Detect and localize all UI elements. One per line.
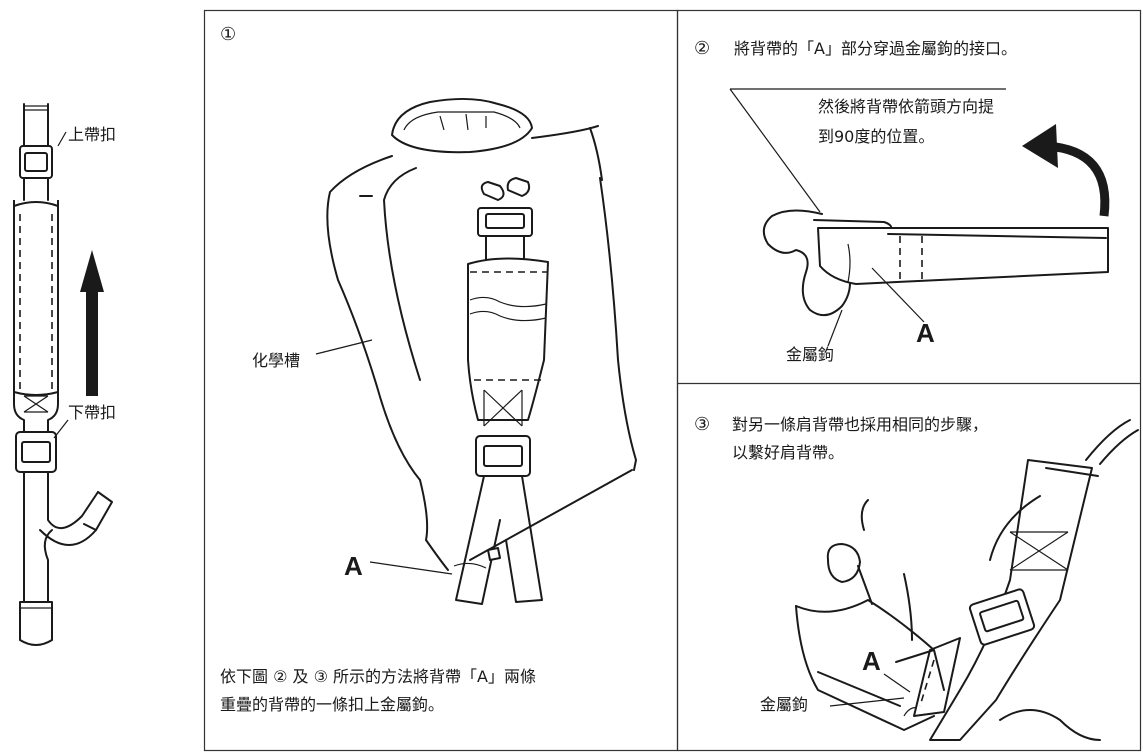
strap-right-edge xyxy=(999,709,1101,741)
strap-stitch-top xyxy=(24,105,48,111)
lower-strap xyxy=(913,637,961,717)
lower-buckle-slot xyxy=(21,441,51,463)
strap-clip-left xyxy=(480,181,505,201)
step3-number: ③ xyxy=(694,414,711,435)
strap-a-marker: A xyxy=(916,318,935,348)
top-buckle-slot xyxy=(485,213,525,229)
pad-wave-2 xyxy=(469,310,547,322)
tank-back-edge xyxy=(860,499,869,531)
tank-shoulder xyxy=(589,127,603,181)
strap-left xyxy=(455,475,501,605)
lower-strap xyxy=(23,471,99,603)
strap-branch-end xyxy=(83,491,113,531)
strap-buckle-slot xyxy=(979,599,1025,633)
hook-label: 金屬鉤 xyxy=(760,695,809,714)
tank-knob-edge xyxy=(857,565,873,605)
hook-strap-join xyxy=(895,649,945,691)
tank-cap-grip xyxy=(439,113,487,131)
strap-extension xyxy=(1085,419,1139,465)
step3-instruction-line1: 對另一條肩背帶也採用相同的步驟， xyxy=(732,415,989,434)
hook-label-leader xyxy=(827,309,843,347)
step1-instruction-line1: 依下圖 ② 及 ③ 所示的方法將背帶「A」兩條 xyxy=(220,667,536,686)
callout-line1: 然後將背帶依箭頭方向提 xyxy=(818,97,995,116)
strap-end-tip xyxy=(19,601,53,646)
step3-instruction-line2: 以繫好肩背帶。 xyxy=(732,443,845,462)
upper-buckle-leader xyxy=(57,131,67,147)
step2-number: ② xyxy=(694,38,711,59)
strap xyxy=(817,227,1109,285)
upper-buckle-slot xyxy=(24,152,48,172)
strap-a-stitch xyxy=(453,562,487,569)
x-stitch xyxy=(1009,531,1069,571)
up-arrow-head xyxy=(80,250,104,292)
shoulder-pad xyxy=(13,200,59,432)
tank-left-outline xyxy=(326,155,421,481)
strap-a-marker: A xyxy=(862,646,881,676)
tank-top-ridge xyxy=(795,599,935,651)
lift-arrow-shaft xyxy=(1045,141,1110,217)
hook-label-leader xyxy=(829,697,905,707)
strap-right xyxy=(505,475,543,603)
tank-inner-contour xyxy=(383,167,421,381)
x-stitch xyxy=(483,389,523,427)
top-strap xyxy=(485,235,525,263)
tank-front-outline xyxy=(795,605,935,731)
strap-clip-right xyxy=(506,177,531,197)
tank-top-edge xyxy=(531,125,599,139)
tank-base-left xyxy=(419,479,449,571)
hook-label: 金屬鉤 xyxy=(786,345,835,364)
strap-a-leader xyxy=(369,561,453,575)
strap-branch-curve xyxy=(39,529,97,546)
tank-bottom-edge xyxy=(469,469,633,561)
step1-number: ① xyxy=(220,24,237,45)
strap-stitching xyxy=(899,236,923,280)
lower-buckle-leader xyxy=(53,419,69,439)
strap-a-marker: A xyxy=(344,551,363,581)
strap-keeper xyxy=(487,547,501,561)
tank-divider xyxy=(903,573,913,641)
callout-leader xyxy=(729,88,821,213)
strap-a-leader xyxy=(871,267,925,323)
up-arrow-shaft xyxy=(86,290,98,396)
tank-cap-rim xyxy=(403,111,521,131)
tank-right-outline xyxy=(599,177,637,471)
x-stitch xyxy=(23,395,49,413)
upper-buckle-label: 上帶扣 xyxy=(68,125,117,144)
lift-arrow-head xyxy=(1022,124,1058,168)
step2-step3-panel-border xyxy=(676,9,1142,752)
pad-wave-1 xyxy=(469,296,547,308)
strap-edge-left xyxy=(989,495,1041,561)
step1-instruction-line2: 重疊的背帶的一條扣上金屬鉤。 xyxy=(220,695,445,714)
callout-line2: 到90度的位置。 xyxy=(818,127,935,146)
metal-hook xyxy=(762,209,851,317)
strap-fold xyxy=(847,243,851,283)
tank-label-leader xyxy=(315,339,373,355)
tank-knob xyxy=(826,543,861,583)
step2-instruction: 將背帶的「A」部分穿過金屬鉤的接口。 xyxy=(734,39,1017,58)
lower-buckle-label: 下帶扣 xyxy=(68,403,117,422)
pad-bottom-edge xyxy=(13,391,59,396)
lower-buckle-slot xyxy=(483,445,523,467)
tank-label: 化學槽 xyxy=(252,351,301,370)
pad-top-edge xyxy=(13,201,59,207)
lower-strap-stitching xyxy=(919,659,935,707)
strap-inner-edge xyxy=(887,233,1107,239)
strap-a-leader xyxy=(883,673,911,693)
strap-top-edge xyxy=(1045,467,1099,477)
pad-stitching xyxy=(19,214,53,394)
lower-strap-tail xyxy=(43,529,53,603)
